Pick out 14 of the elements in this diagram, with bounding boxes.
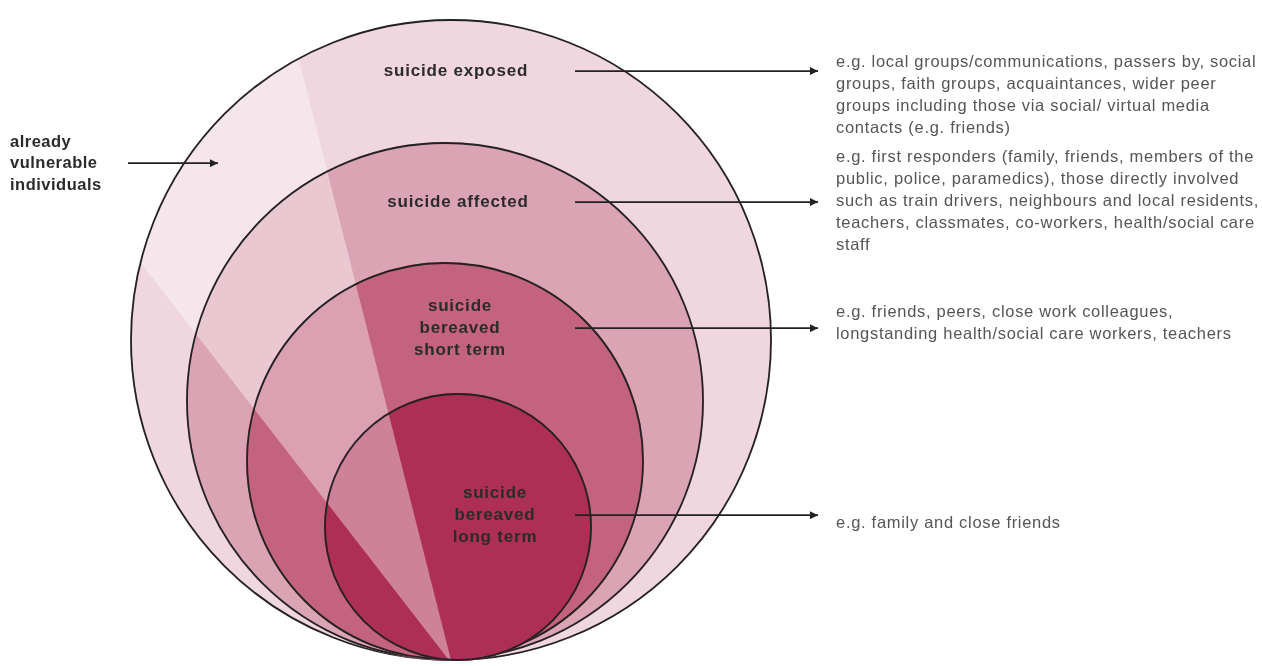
ring-label: suicide affected bbox=[386, 191, 530, 213]
arrow bbox=[574, 67, 819, 76]
arrow bbox=[574, 511, 819, 520]
side-label: already vulnerable individuals bbox=[10, 131, 128, 196]
ring-label: suicide exposed bbox=[382, 60, 530, 82]
arrow bbox=[127, 159, 219, 168]
description-text: e.g. family and close friends bbox=[818, 511, 1261, 533]
ring-label: suicide bereaved short term bbox=[412, 295, 508, 362]
arrow bbox=[574, 324, 819, 333]
arrow bbox=[574, 198, 819, 207]
ring-label: suicide bereaved long term bbox=[451, 482, 539, 549]
description-text: e.g. first responders (family, friends, members of the public, police, paramedics), those directly involved such as train drivers, neighbours and local residents, teachers, classmates, co-workers, health/social care staff bbox=[818, 145, 1261, 255]
description-text: e.g. friends, peers, close work colleagues, longstanding health/social care workers, teachers bbox=[818, 300, 1261, 344]
description-text: e.g. local groups/communications, passers by, social groups, faith groups, acquaintances, wider peer groups including those via social/ virtual media contacts (e.g. friends) bbox=[818, 50, 1261, 138]
